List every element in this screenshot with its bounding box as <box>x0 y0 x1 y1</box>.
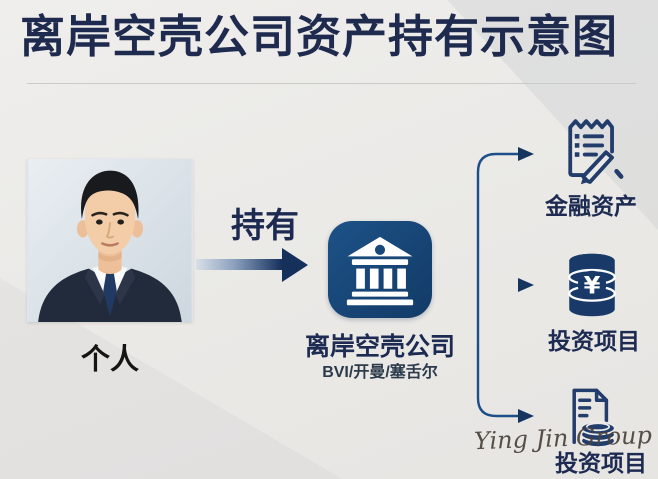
bank-icon <box>346 236 414 305</box>
company-icon-tile <box>328 221 432 318</box>
holds-arrow-head <box>282 248 308 282</box>
yen-symbol: ¥ <box>584 272 601 300</box>
arrowhead-bottom <box>518 409 534 423</box>
holds-arrow-shaft <box>196 259 282 270</box>
investment-document-coins-icon <box>572 388 616 448</box>
investment-database-yen-icon: ¥ <box>568 253 616 317</box>
asset-label-financial: 金融资产 <box>545 193 637 219</box>
asset-label-investment-2: 投资项目 <box>555 450 647 476</box>
financial-assets-checklist-icon <box>568 119 624 185</box>
asset-label-investment-1: 投资项目 <box>548 328 640 354</box>
page-title: 离岸空壳公司资产持有示意图 <box>20 11 619 62</box>
title-divider <box>27 83 636 84</box>
holds-arrow <box>196 248 312 282</box>
arrowhead-top <box>518 147 534 161</box>
person-label: 个人 <box>80 344 139 376</box>
person-photo <box>27 159 193 322</box>
person-portrait-image <box>28 159 192 322</box>
company-jurisdictions: BVI/开曼/塞舌尔 <box>322 364 438 381</box>
arrowhead-middle <box>518 278 534 292</box>
company-name: 离岸空壳公司 <box>304 333 455 361</box>
holds-label: 持有 <box>231 207 299 245</box>
